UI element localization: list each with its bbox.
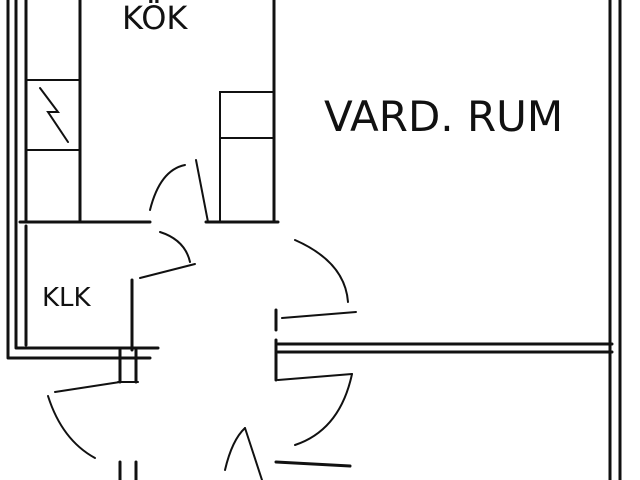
closet [24,224,196,352]
lower-right-door [277,373,353,446]
kitchen-counter [18,0,152,224]
entrance-wall [117,348,139,384]
room-label-kitchen: KÖK [122,0,188,37]
living-room-door [274,239,357,332]
corridor-wall [274,338,614,382]
room-label-closet: KLK [42,283,92,313]
room-label-living-room: VARD. RUM [324,92,563,141]
kitchen-door [149,159,209,223]
kitchen-living-wall [204,0,280,224]
lower-middle-door [118,427,352,480]
lightning-bolt-icon [39,87,69,143]
lower-left-door [47,381,121,459]
outer-walls [6,0,622,480]
